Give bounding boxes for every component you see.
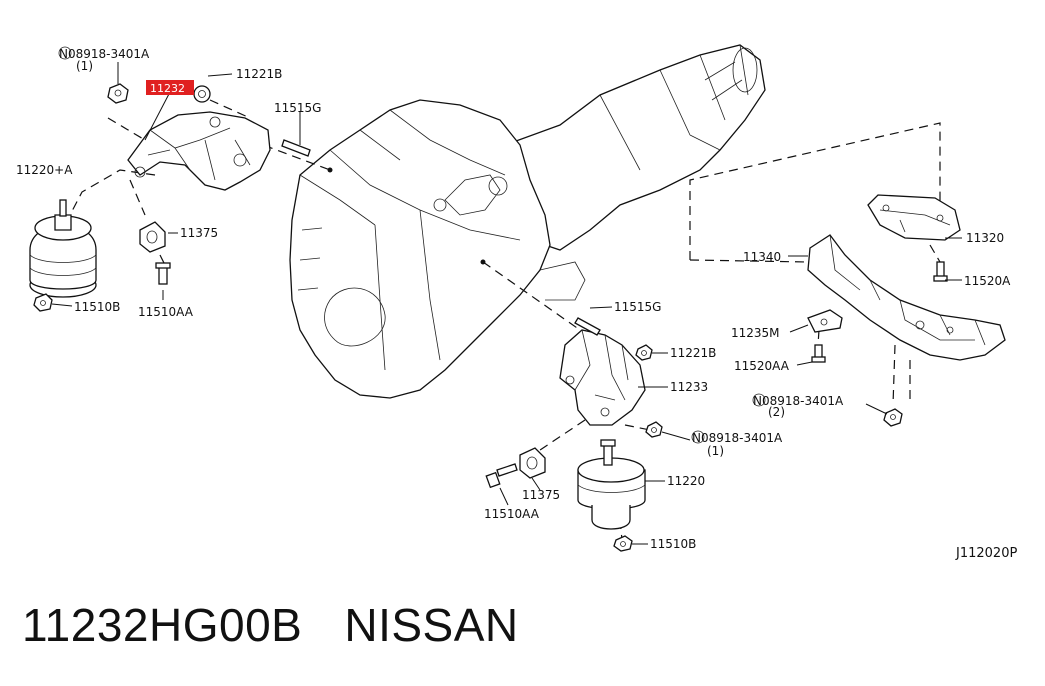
label-11220[interactable]: 11220 [667,474,705,488]
label-11515G-top[interactable]: 11515G [274,101,321,115]
label-11515G-mid[interactable]: 11515G [614,300,661,314]
caption-part-number: 11232HG00B [22,599,303,651]
label-11510AA-left[interactable]: 11510AA [138,305,194,319]
washer-top-drawing [193,85,211,103]
nut-11510B-bottom-drawing [613,535,633,552]
washer-middle-drawing [635,344,653,361]
insulator-middle-drawing [577,439,646,530]
label-11320[interactable]: 11320 [966,231,1004,245]
label-leaders [51,62,962,545]
label-11235M[interactable]: 11235M [731,326,780,340]
stud-top-drawing [281,139,311,157]
rear-mount-drawing [867,194,961,241]
label-nut-right[interactable]: N08918-3401A [753,394,844,408]
bolt-11520AA-drawing [811,344,826,363]
upper-left-bracket [127,111,271,191]
bushing-bottom-drawing [519,447,546,479]
nut-top-left-drawing [107,83,129,104]
label-11520AA[interactable]: 11520AA [734,359,790,373]
label-11375-left[interactable]: 11375 [180,226,218,240]
label-11220A[interactable]: 11220+A [16,163,73,177]
label-11340[interactable]: 11340 [743,250,781,264]
bolt-11510AA-left-drawing [155,262,171,285]
engine-transmission-drawing [289,44,766,399]
label-nut-top-left[interactable]: N08918-3401A [59,47,150,61]
label-11520A-right[interactable]: 11520A [964,274,1011,288]
nut-11510B-left-drawing [33,293,53,312]
caption-brand: NISSAN [344,599,519,651]
stud-middle-drawing [574,317,601,336]
bushing-left-drawing [139,221,166,253]
caption: 11232HG00B NISSAN [22,598,561,652]
label-11510B-left[interactable]: 11510B [74,300,120,314]
crossmember-drawing [807,234,1006,361]
label-nut-top-left-qty: (1) [76,59,93,73]
middle-bracket-drawing [559,329,646,426]
highlight-part-label[interactable]: 11232 [150,82,185,95]
nut-middle-drawing [645,421,663,438]
label-11375-bottom[interactable]: 11375 [522,488,560,502]
bolt-11510AA-bottom-drawing [485,463,518,489]
label-nut-right-qty: (2) [768,405,785,419]
diagram-code: J112020P [955,546,1017,561]
bracket-11235M-drawing [807,309,843,333]
highlight-box [146,80,194,95]
label-11510AA-bottom[interactable]: 11510AA [484,507,540,521]
nut-right-drawing [883,408,903,427]
part-labels: N08918-3401A (1) 11221B 11515G 11220+A 1… [16,46,1017,561]
label-11221B-top[interactable]: 11221B [236,67,282,81]
label-11510B-bottom[interactable]: 11510B [650,537,696,551]
label-nut-mid[interactable]: N08918-3401A [692,431,783,445]
label-11233[interactable]: 11233 [670,380,708,394]
insulator-left-drawing [29,199,97,298]
label-nut-mid-qty: (1) [707,444,724,458]
label-11221B-mid[interactable]: 11221B [670,346,716,360]
bolt-11520A-drawing [933,261,948,282]
